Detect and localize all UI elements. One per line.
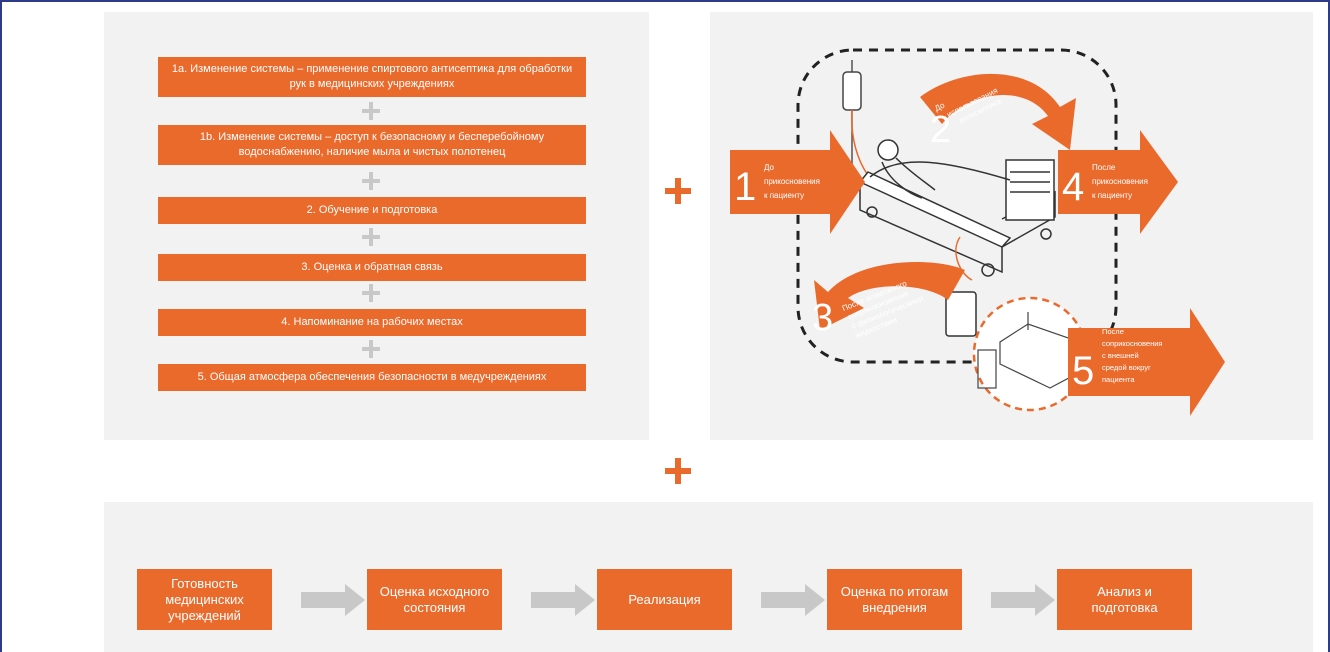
moment-5-line-3: с внешней: [1102, 351, 1139, 360]
moment-5-line-5: пациента: [1102, 375, 1135, 384]
plus-icon: [665, 178, 691, 204]
strategy-item-2: 2. Обучение и подготовка: [158, 197, 586, 224]
moment-3-number: 3: [812, 297, 833, 339]
plus-icon: [362, 340, 380, 358]
moment-4-line-1: После: [1092, 163, 1116, 172]
five-moments-panel: 1 До прикосновения к пациенту 4 После пр…: [710, 12, 1313, 440]
moment-3-arrow: 3 После возможного соприкосновения с физ…: [812, 262, 965, 340]
drainage-bag: [945, 291, 977, 337]
moment-5-line-1: После: [1102, 327, 1124, 336]
moment-1-arrow: 1 До прикосновения к пациенту: [730, 130, 865, 234]
strategy-item-5: 5. Общая атмосфера обеспечения безопасно…: [158, 364, 586, 391]
plus-icon: [665, 458, 691, 484]
hospital-bed: [858, 159, 1056, 277]
plus-icon: [362, 102, 380, 120]
moment-5-arrow: 5 После соприкосновения с внешней средой…: [1068, 308, 1225, 416]
moment-5-number: 5: [1072, 349, 1094, 393]
strategy-item-1a: 1a. Изменение системы – применение спирт…: [158, 57, 586, 97]
five-moments-illustration: 1 До прикосновения к пациенту 4 После пр…: [730, 48, 1225, 416]
strategy-item-4: 4. Напоминание на рабочих местах: [158, 309, 586, 336]
plus-icon: [362, 172, 380, 190]
step-readiness: Готовность медицинских учреждений: [137, 569, 272, 630]
drain-line: [955, 236, 973, 281]
plus-icon: [362, 284, 380, 302]
moment-1-line-2: прикосновения: [764, 177, 820, 186]
moment-4-arrow: 4 После прикосновения к пациенту: [1058, 130, 1178, 234]
moment-2-line-1: До: [933, 100, 946, 113]
strategy-item-3: 3. Оценка и обратная связь: [158, 254, 586, 281]
moment-4-number: 4: [1062, 165, 1084, 209]
moment-5-line-4: средой вокруг: [1102, 363, 1151, 372]
step-arrow-icon: [301, 584, 365, 616]
step-arrow-icon: [761, 584, 825, 616]
moment-1-line-1: До: [764, 163, 775, 172]
step-arrow-icon: [531, 584, 595, 616]
moment-1-number: 1: [734, 165, 756, 209]
moment-1-line-3: к пациенту: [764, 191, 804, 200]
step-arrow-icon: [991, 584, 1055, 616]
moment-4-line-3: к пациенту: [1092, 191, 1132, 200]
step-implementation: Реализация: [597, 569, 732, 630]
iv-bag: [842, 71, 862, 111]
plus-icon: [362, 228, 380, 246]
step-baseline-evaluation: Оценка исходного состояния: [367, 569, 502, 630]
moment-2-number: 2: [930, 109, 951, 151]
step-review-and-planning: Анализ и подготовка: [1057, 569, 1192, 630]
step-follow-up-evaluation: Оценка по итогам внедрения: [827, 569, 962, 630]
moment-5-line-2: соприкосновения: [1102, 339, 1163, 348]
patient-figure: [877, 139, 936, 199]
moment-2-arrow: 2 До использования антисептика: [920, 73, 1076, 151]
moment-4-line-2: прикосновения: [1092, 177, 1148, 186]
strategy-item-1b: 1b. Изменение системы – доступ к безопас…: [158, 125, 586, 165]
